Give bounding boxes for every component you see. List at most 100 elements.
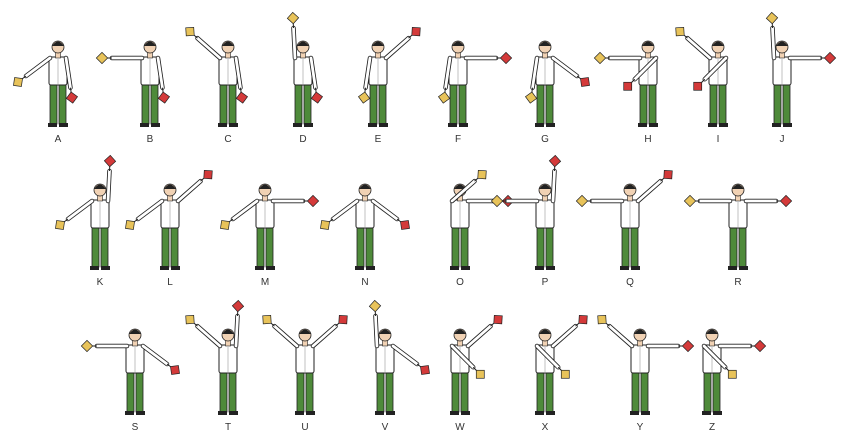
right-leg [546, 372, 553, 412]
red-flag [824, 52, 835, 63]
left-shoe [535, 123, 544, 127]
left-leg [50, 84, 57, 124]
red-flag [232, 300, 243, 311]
left-leg [640, 84, 647, 124]
figure-letter-label: X [530, 422, 560, 433]
right-shoe [229, 123, 238, 127]
right-leg [229, 84, 236, 124]
left-shoe [728, 266, 737, 270]
right-shoe [641, 411, 650, 415]
figure-letter-label: A [43, 134, 73, 145]
left-leg [297, 372, 304, 412]
left-shoe [90, 266, 99, 270]
left-leg [622, 227, 629, 267]
left-leg [220, 372, 227, 412]
figure-letter-label: H [633, 134, 663, 145]
red-flag [780, 195, 791, 206]
semaphore-figure-g: G [495, 12, 595, 142]
left-leg [537, 372, 544, 412]
right-shoe [136, 411, 145, 415]
semaphore-figure-s: S [85, 300, 185, 430]
right-leg [649, 84, 656, 124]
semaphore-figure-n: N [315, 155, 415, 285]
left-leg [452, 372, 459, 412]
right-shoe [739, 266, 748, 270]
yellow-flag [320, 220, 329, 229]
left-shoe [218, 123, 227, 127]
left-leg [377, 372, 384, 412]
right-leg [783, 84, 790, 124]
yellow-flag [478, 170, 486, 178]
yellow-flag [13, 77, 22, 86]
semaphore-figure-z: Z [662, 300, 762, 430]
right-leg [713, 372, 720, 412]
left-leg [357, 227, 364, 267]
right-shoe [719, 123, 728, 127]
right-leg [461, 227, 468, 267]
right-leg [366, 227, 373, 267]
left-leg [295, 84, 302, 124]
yellow-flag [684, 195, 695, 206]
red-flag [204, 170, 212, 178]
right-shoe [304, 123, 313, 127]
red-flag [579, 315, 587, 323]
figure-letter-label: P [530, 277, 560, 288]
semaphore-figure-a: A [8, 12, 108, 142]
yellow-flag [186, 315, 194, 323]
left-leg [162, 227, 169, 267]
figure-drawing [408, 12, 508, 142]
left-shoe [620, 266, 629, 270]
yellow-flag [676, 27, 684, 35]
left-leg [774, 84, 781, 124]
right-shoe [713, 411, 722, 415]
yellow-flag [125, 220, 134, 229]
left-shoe [140, 123, 149, 127]
figure-letter-label: G [530, 134, 560, 145]
yellow-flag [55, 220, 64, 229]
left-shoe [255, 266, 264, 270]
right-leg [641, 372, 648, 412]
left-shoe [638, 123, 647, 127]
left-leg [450, 84, 457, 124]
figure-letter-label: R [723, 277, 753, 288]
yellow-flag [766, 12, 777, 23]
right-leg [461, 372, 468, 412]
right-leg [546, 84, 553, 124]
red-flag [580, 77, 589, 86]
yellow-flag [358, 92, 369, 103]
figure-letter-label: Y [625, 422, 655, 433]
semaphore-figure-r: R [688, 155, 788, 285]
figure-drawing [8, 12, 108, 142]
figure-letter-label: T [213, 422, 243, 433]
semaphore-figure-j: J [732, 12, 832, 142]
yellow-flag [561, 370, 569, 378]
right-shoe [306, 411, 315, 415]
right-leg [386, 372, 393, 412]
left-shoe [448, 123, 457, 127]
right-leg [459, 84, 466, 124]
yellow-flag [525, 92, 536, 103]
figure-letter-label: E [363, 134, 393, 145]
left-leg [704, 372, 711, 412]
yellow-flag [186, 27, 194, 35]
left-leg [220, 84, 227, 124]
figure-letter-label: J [767, 134, 797, 145]
figure-letter-label: D [288, 134, 318, 145]
figure-letter-label: I [703, 134, 733, 145]
figure-letter-label: Z [697, 422, 727, 433]
red-flag [400, 220, 409, 229]
semaphore-figure-f: F [408, 12, 508, 142]
right-leg [546, 227, 553, 267]
figure-letter-label: Q [615, 277, 645, 288]
left-leg [730, 227, 737, 267]
figure-drawing [315, 155, 415, 285]
red-flag [664, 170, 672, 178]
yellow-flag [220, 220, 229, 229]
right-leg [739, 227, 746, 267]
figure-drawing [580, 155, 680, 285]
figure-drawing [120, 155, 220, 285]
left-shoe [218, 411, 227, 415]
left-shoe [702, 411, 711, 415]
left-shoe [450, 266, 459, 270]
